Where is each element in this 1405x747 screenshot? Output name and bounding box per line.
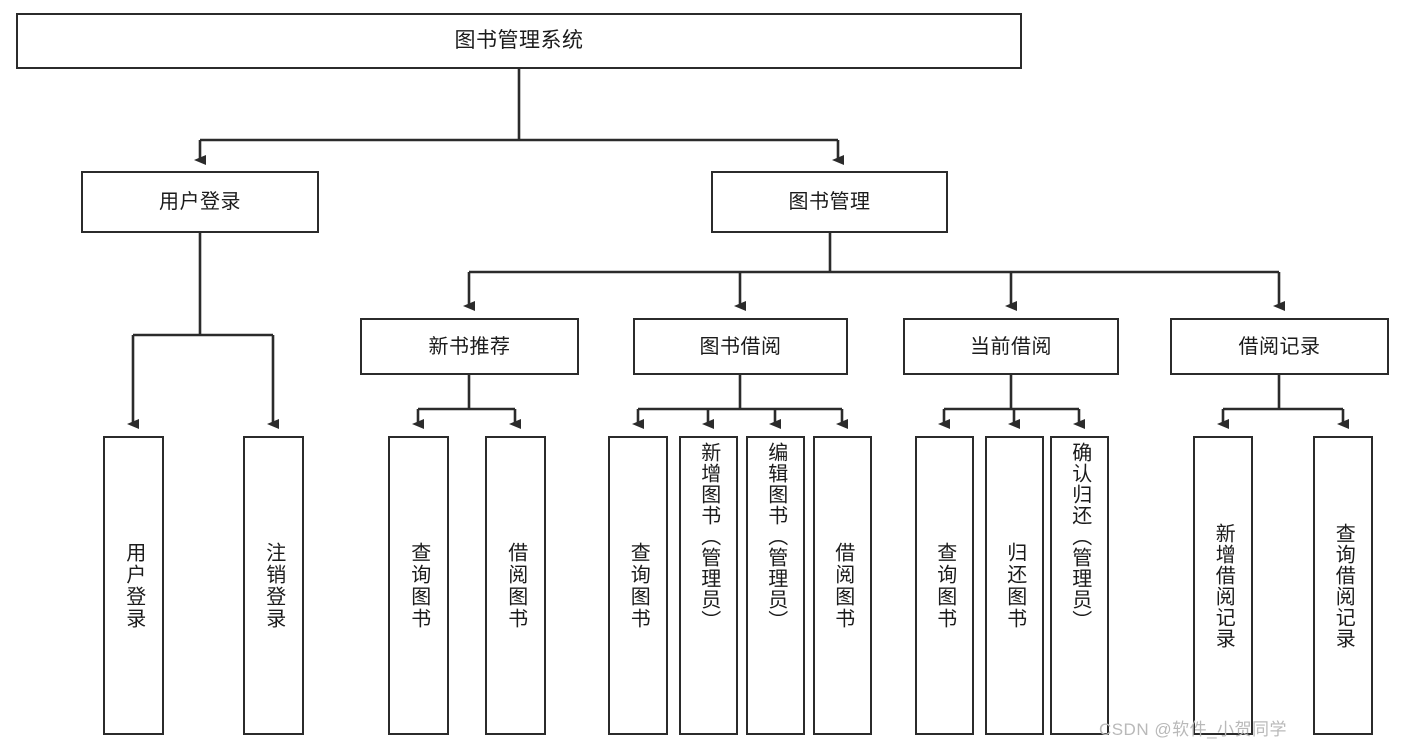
node-leaf-user-login[interactable]: 用户登录 — [103, 436, 164, 735]
node-leaf-add-book-admin[interactable]: 新增图书（管理员） — [679, 436, 738, 735]
node-leaf-return-book[interactable]: 归还图书 — [985, 436, 1044, 735]
node-leaf-edit-book-admin-label: 编辑图书（管理员） — [764, 442, 787, 631]
node-leaf-query-book-recommend-label: 查询图书 — [407, 541, 430, 630]
node-leaf-query-borrow-record-label: 查询借阅记录 — [1332, 522, 1355, 649]
node-leaf-query-book-current-label: 查询图书 — [933, 541, 956, 630]
node-book-borrow-label: 图书借阅 — [699, 335, 782, 358]
node-borrow-record-label: 借阅记录 — [1238, 335, 1321, 358]
node-borrow-record[interactable]: 借阅记录 — [1170, 318, 1389, 375]
node-leaf-user-logout-label: 注销登录 — [262, 541, 285, 630]
csdn-watermark: CSDN @软件_小贺同学 — [1098, 720, 1288, 739]
node-user-login-label: 用户登录 — [159, 191, 241, 213]
node-current-borrow-label: 当前借阅 — [970, 335, 1052, 358]
node-book-management-label: 图书管理 — [788, 191, 871, 213]
node-leaf-query-book-current[interactable]: 查询图书 — [915, 436, 974, 735]
node-leaf-query-book-borrow-label: 查询图书 — [627, 541, 650, 630]
node-leaf-query-borrow-record[interactable]: 查询借阅记录 — [1313, 436, 1373, 735]
node-leaf-add-book-admin-label: 新增图书（管理员） — [697, 442, 720, 631]
node-leaf-query-book-borrow[interactable]: 查询图书 — [608, 436, 668, 735]
node-leaf-borrow-book-recommend-label: 借阅图书 — [504, 541, 527, 630]
node-leaf-borrow-book-label: 借阅图书 — [831, 541, 854, 630]
node-leaf-user-logout[interactable]: 注销登录 — [243, 436, 304, 735]
node-leaf-borrow-book-recommend[interactable]: 借阅图书 — [485, 436, 546, 735]
node-leaf-return-book-label: 归还图书 — [1003, 541, 1026, 630]
node-leaf-confirm-return-admin[interactable]: 确认归还（管理员） — [1050, 436, 1109, 735]
node-root[interactable]: 图书管理系统 — [16, 13, 1022, 69]
node-leaf-edit-book-admin[interactable]: 编辑图书（管理员） — [746, 436, 805, 735]
node-leaf-add-borrow-record[interactable]: 新增借阅记录 — [1193, 436, 1253, 735]
node-leaf-confirm-return-admin-label: 确认归还（管理员） — [1068, 442, 1091, 631]
node-root-label: 图书管理系统 — [454, 29, 584, 53]
node-book-borrow[interactable]: 图书借阅 — [633, 318, 848, 375]
node-leaf-borrow-book[interactable]: 借阅图书 — [813, 436, 872, 735]
node-new-book-recommend-label: 新书推荐 — [428, 335, 511, 358]
node-leaf-query-book-recommend[interactable]: 查询图书 — [388, 436, 449, 735]
node-leaf-user-login-label: 用户登录 — [122, 541, 145, 630]
node-current-borrow[interactable]: 当前借阅 — [903, 318, 1119, 375]
node-new-book-recommend[interactable]: 新书推荐 — [360, 318, 579, 375]
node-leaf-add-borrow-record-label: 新增借阅记录 — [1212, 522, 1235, 649]
node-book-management[interactable]: 图书管理 — [711, 171, 948, 233]
node-user-login[interactable]: 用户登录 — [81, 171, 319, 233]
